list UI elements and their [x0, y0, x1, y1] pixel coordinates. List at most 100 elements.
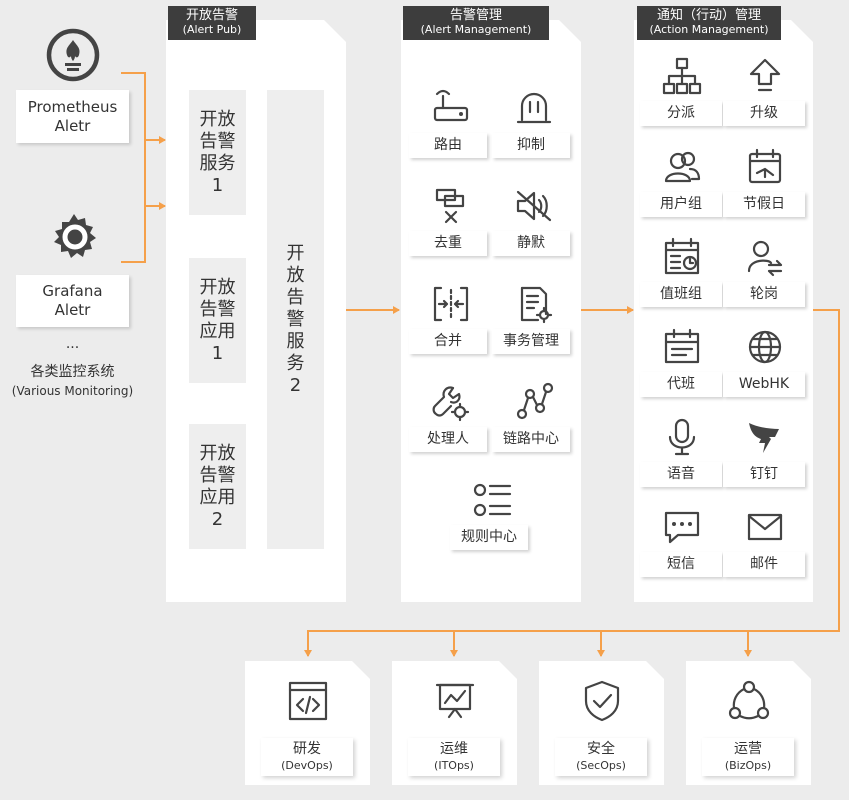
tile-router[interactable]: 路由 [409, 84, 493, 164]
sources-caption: 各类监控系统 [30, 364, 115, 380]
target-devops[interactable]: 研发 (DevOps) [245, 661, 370, 785]
tile-rule-center[interactable]: 规则中心 [450, 476, 534, 556]
mail-label: 邮件 [723, 552, 805, 577]
user-group-label: 用户组 [640, 192, 722, 217]
microphone-icon [662, 417, 702, 457]
dedupe-label: 去重 [409, 231, 487, 256]
alert-app-2-label: 开放告警应用2 [199, 442, 236, 530]
bizops-en: (BizOps) [724, 759, 772, 772]
user-rotate-icon [745, 237, 785, 277]
action-management-title: 通知（行动）管理 (Action Management) [637, 6, 781, 40]
holiday-calendar-icon [745, 147, 785, 187]
merge-icon [431, 284, 471, 324]
prometheus-name: Prometheus [27, 98, 118, 116]
secops-cn: 安全 [587, 741, 615, 757]
tile-rotation[interactable]: 轮岗 [723, 233, 807, 313]
itops-en: (ITOps) [434, 759, 474, 772]
target-secops[interactable]: 安全 (SecOps) [539, 661, 664, 785]
sms-icon [662, 507, 702, 547]
dingtalk-icon [745, 417, 785, 457]
alert-service-2[interactable]: 开放告警服务2 [267, 90, 324, 549]
transaction-label: 事务管理 [492, 329, 570, 354]
action-management-title-cn: 通知（行动）管理 [656, 8, 761, 23]
globe-icon [745, 327, 785, 367]
alert-management-title: 告警管理 (Alert Management) [403, 6, 549, 40]
link-center-icon [514, 382, 554, 422]
escalate-label: 升级 [723, 101, 805, 126]
transaction-icon [514, 284, 554, 324]
link-center-label: 链路中心 [492, 427, 570, 452]
tile-transaction[interactable]: 事务管理 [492, 280, 576, 360]
tile-merge[interactable]: 合并 [409, 280, 493, 360]
dingtalk-label: 钉钉 [723, 462, 805, 487]
tile-dingtalk[interactable]: 钉钉 [723, 413, 807, 493]
tile-mail[interactable]: 邮件 [723, 503, 807, 583]
dedupe-icon [431, 186, 471, 226]
holiday-label: 节假日 [723, 192, 805, 217]
substitute-calendar-icon [662, 327, 702, 367]
shield-check-icon [580, 679, 624, 723]
action-management-title-en: (Action Management) [649, 22, 769, 36]
alert-pub-title-cn: 开放告警 [185, 8, 238, 23]
secops-en: (SecOps) [576, 759, 626, 772]
user-group-icon [662, 147, 702, 187]
alert-service-1-label: 开放告警服务1 [199, 108, 236, 196]
alert-service-2-label: 开放告警服务2 [286, 242, 305, 396]
sms-label: 短信 [640, 552, 722, 577]
duty-group-label: 值班组 [640, 282, 722, 307]
prometheus-sub: Aletr [54, 117, 91, 135]
merge-label: 合并 [409, 329, 487, 354]
webhook-label: WebHK [723, 372, 805, 397]
target-itops[interactable]: 运维 (ITOps) [392, 661, 517, 785]
mute-label: 静默 [492, 231, 570, 256]
bizops-label: 运营 (BizOps) [702, 738, 794, 776]
substitute-label: 代班 [640, 372, 722, 397]
grafana-source: Grafana Aletr [16, 275, 129, 327]
tile-dispatch[interactable]: 分派 [640, 52, 724, 132]
grafana-sub: Aletr [54, 301, 91, 319]
rotation-label: 轮岗 [723, 282, 805, 307]
tile-user-group[interactable]: 用户组 [640, 143, 724, 223]
tile-substitute[interactable]: 代班 [640, 323, 724, 403]
itops-cn: 运维 [440, 741, 468, 757]
rule-list-icon [472, 480, 512, 520]
cycle-nodes-icon [727, 679, 771, 723]
hierarchy-icon [662, 56, 702, 96]
tile-escalate[interactable]: 升级 [723, 52, 807, 132]
alert-management-title-cn: 告警管理 [449, 8, 502, 23]
alarm-light-icon [514, 88, 554, 128]
tile-dedupe[interactable]: 去重 [409, 182, 493, 262]
bizops-cn: 运营 [734, 741, 762, 757]
devops-label: 研发 (DevOps) [261, 738, 353, 776]
mute-icon [514, 186, 554, 226]
alert-app-2[interactable]: 开放告警应用2 [189, 424, 246, 549]
alert-app-1-label: 开放告警应用1 [199, 276, 236, 364]
tile-link-center[interactable]: 链路中心 [492, 378, 576, 458]
tile-holiday[interactable]: 节假日 [723, 143, 807, 223]
alert-service-1[interactable]: 开放告警服务1 [189, 90, 246, 215]
grafana-icon [48, 210, 100, 262]
alert-pub-title-en: (Alert Pub) [182, 22, 242, 36]
tile-mute[interactable]: 静默 [492, 182, 576, 262]
tile-duty-group[interactable]: 值班组 [640, 233, 724, 313]
tile-webhook[interactable]: WebHK [723, 323, 807, 403]
prometheus-source: Prometheus Aletr [16, 90, 129, 143]
prometheus-icon [46, 28, 100, 82]
tile-voice[interactable]: 语音 [640, 413, 724, 493]
suppress-label: 抑制 [492, 133, 570, 158]
duty-calendar-icon [662, 237, 702, 277]
tile-suppress[interactable]: 抑制 [492, 84, 576, 164]
router-label: 路由 [409, 133, 487, 158]
rule-center-label: 规则中心 [450, 525, 528, 550]
tile-sms[interactable]: 短信 [640, 503, 724, 583]
alert-pub-title: 开放告警 (Alert Pub) [168, 6, 256, 40]
presentation-chart-icon [433, 679, 477, 723]
itops-label: 运维 (ITOps) [408, 738, 500, 776]
tile-handler[interactable]: 处理人 [409, 378, 493, 458]
more-sources-ellipsis: ... [65, 336, 80, 352]
alert-app-1[interactable]: 开放告警应用1 [189, 258, 246, 383]
target-bizops[interactable]: 运营 (BizOps) [686, 661, 811, 785]
devops-en: (DevOps) [281, 759, 333, 772]
alert-management-title-en: (Alert Management) [420, 22, 532, 36]
upgrade-arrow-icon [745, 56, 785, 96]
